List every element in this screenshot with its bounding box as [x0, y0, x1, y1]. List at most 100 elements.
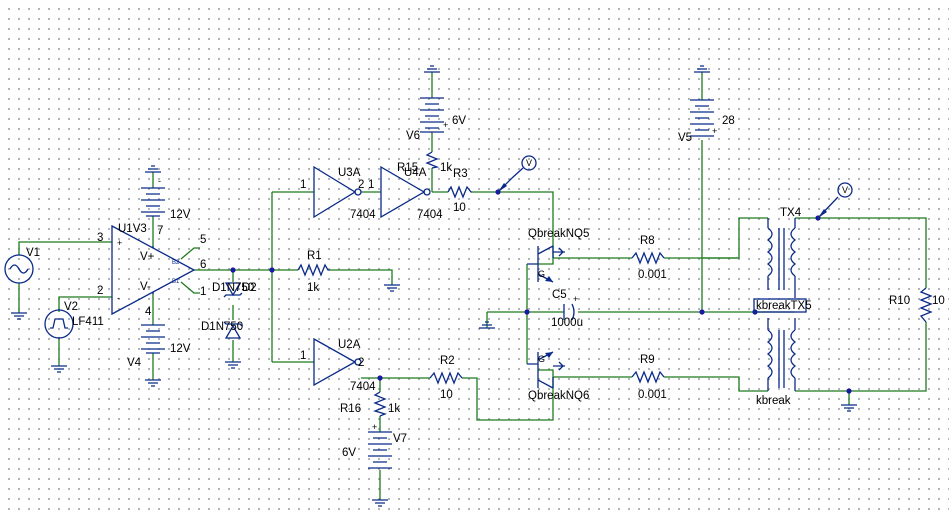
body-diode: [553, 247, 565, 257]
probe-letter: V: [526, 158, 532, 168]
battery-v3[interactable]: - 12V: [141, 176, 191, 221]
battery-v6[interactable]: + 6V V6: [406, 97, 466, 142]
v5-label: V5: [678, 132, 692, 144]
r15-value: 1k: [440, 162, 452, 174]
resistor-r3[interactable]: R3 10: [447, 168, 472, 214]
inverter-bubble: [354, 358, 362, 366]
probe-1[interactable]: V: [497, 155, 537, 193]
ground-icon: [145, 165, 161, 173]
pulse-source-icon: [44, 309, 74, 339]
ground-icon: [841, 404, 857, 412]
coil-icon: [790, 318, 797, 391]
transistor-q6[interactable]: G QbreakNQ6: [527, 351, 589, 402]
r9-label: R9: [640, 354, 655, 366]
coil-icon: [766, 318, 773, 391]
resistor-r9[interactable]: R9 0.001: [631, 354, 667, 401]
ac-source-icon: [4, 254, 34, 284]
junction-dot: [846, 388, 852, 394]
ground-icon: [694, 65, 710, 73]
ground-icon: [11, 312, 27, 320]
junction-dot: [524, 309, 530, 315]
wire-secondary: [795, 217, 927, 392]
battery-v5[interactable]: + 28 V5: [678, 99, 735, 144]
battery-v4[interactable]: 12V V4: [127, 324, 191, 369]
battery-icon: [690, 99, 714, 137]
emitter-arrow: [545, 276, 553, 282]
inverter-icon: [313, 337, 357, 387]
voltage-probe-icon: [837, 182, 853, 198]
r3-label: R3: [453, 168, 468, 180]
resistor-r15[interactable]: R15 1k: [397, 151, 452, 174]
pin-7: 7: [157, 225, 163, 237]
transistor-icon: [527, 245, 554, 283]
capacitor-icon: [563, 303, 575, 321]
source-v2[interactable]: V2: [44, 301, 78, 339]
d2-label: D1N750: [201, 321, 243, 333]
transformer-tx5[interactable]: kbreakTX5 kbreak: [753, 298, 812, 407]
pin-6: 6: [200, 259, 206, 271]
r16-label: R16: [340, 403, 361, 415]
resistor-icon: [447, 185, 472, 199]
resistor-icon: [631, 370, 665, 384]
zener-d1[interactable]: D1N750 D2: [212, 282, 257, 298]
ground-icon: [145, 379, 161, 387]
resistor-r16[interactable]: R16 1k: [340, 391, 400, 417]
r10-value: 10: [932, 295, 945, 307]
transistor-q5[interactable]: G QbreakNQ5: [527, 228, 589, 283]
resistor-r1[interactable]: R1 1k: [297, 250, 330, 294]
r15-label: R15: [397, 162, 418, 174]
gate-u4a[interactable]: U4A 7404 1: [368, 165, 443, 221]
u3a-label: U3A: [338, 167, 361, 179]
grounds: [11, 65, 857, 507]
resistor-r8[interactable]: R8 0.001: [631, 235, 667, 281]
capacitor-c5[interactable]: + C5 1000u: [551, 289, 583, 329]
opamp-u1[interactable]: + - V+ V- B2 B1 3 2 7 4 6 5 1 U1V3 LF411: [72, 223, 206, 328]
u2a-pin-out: 2: [358, 357, 364, 369]
wire-r3-q5: [432, 191, 554, 265]
opamp-vminus: V-: [140, 281, 151, 293]
r1-label: R1: [307, 250, 322, 262]
u3a-pin-in: 1: [300, 179, 306, 191]
transformer-tx4[interactable]: TX4: [766, 207, 802, 298]
resistor-r10[interactable]: R10 10: [889, 287, 945, 323]
opamp-ref: U1V3: [118, 223, 147, 235]
r8-label: R8: [640, 235, 655, 247]
resistor-icon: [631, 251, 665, 265]
r2-label: R2: [440, 355, 455, 367]
pin-2: 2: [97, 285, 103, 297]
gate-u3a[interactable]: U3A 7404 1 2: [300, 165, 376, 221]
gate-u2a[interactable]: U2A 7404 1 2: [300, 337, 376, 393]
wire-opamp-offsets: [180, 247, 200, 294]
resistor-icon: [373, 391, 387, 417]
battery-icon: [141, 187, 165, 217]
zener-d2[interactable]: D1N750: [201, 321, 243, 339]
zener-bar: [223, 292, 243, 298]
probe-2[interactable]: V: [817, 182, 853, 219]
battery-v7[interactable]: + V7 6V: [342, 422, 407, 469]
gate-mark: G: [538, 354, 545, 364]
pin-4: 4: [145, 306, 152, 318]
plus-mark: +: [712, 126, 717, 136]
diode-icon: [224, 282, 242, 297]
opamp-part: LF411: [72, 316, 104, 328]
u4a-pin-in: 1: [368, 179, 374, 191]
opamp-plus: +: [117, 238, 122, 248]
ground-icon: [479, 321, 495, 329]
u2a-part: 7404: [350, 381, 376, 393]
zener-bar: [223, 321, 243, 327]
resistor-icon: [425, 151, 440, 169]
u4a-part: 7404: [417, 209, 443, 221]
emitter-arrow: [545, 352, 553, 358]
coil-icon: [790, 218, 797, 298]
tx5-select-box: [753, 298, 807, 313]
source-v1[interactable]: V1: [4, 247, 40, 284]
pin-3: 3: [97, 232, 103, 244]
resistor-r2[interactable]: R2 10: [429, 355, 463, 401]
ground-icon: [225, 361, 241, 369]
battery-icon: [141, 324, 165, 354]
probe-letter: V: [842, 185, 848, 195]
minus-mark: -: [158, 176, 161, 186]
core-lines: [778, 228, 785, 290]
battery-icon: [368, 431, 392, 469]
